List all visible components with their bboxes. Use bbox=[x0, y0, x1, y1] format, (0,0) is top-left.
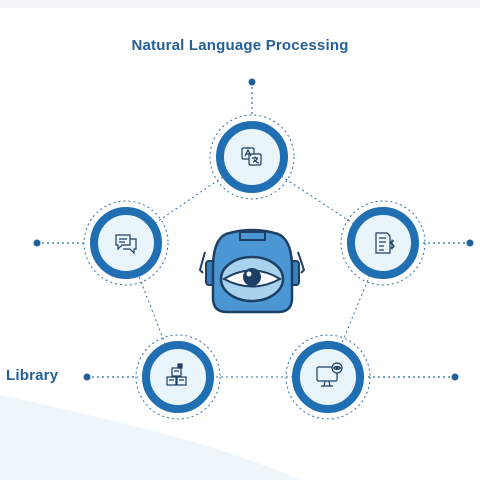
monitor-eye-icon bbox=[316, 362, 343, 387]
chat-bubbles-icon bbox=[115, 234, 137, 255]
outer-connectors bbox=[37, 82, 470, 378]
label-natural-language-processing: Natural Language Processing bbox=[131, 37, 349, 54]
node-chat[interactable] bbox=[83, 200, 169, 286]
node-monitor[interactable] bbox=[285, 334, 371, 420]
connector-dots bbox=[33, 78, 474, 381]
top-strip bbox=[0, 0, 480, 8]
translate-icon bbox=[241, 147, 262, 166]
finance-document-icon bbox=[375, 232, 395, 254]
boxes-library-icon bbox=[166, 363, 187, 386]
robot-icon bbox=[198, 228, 306, 314]
node-translate[interactable] bbox=[209, 114, 295, 200]
label-library: Library bbox=[6, 367, 59, 384]
node-finance-document[interactable] bbox=[340, 200, 426, 286]
node-library[interactable] bbox=[135, 334, 221, 420]
